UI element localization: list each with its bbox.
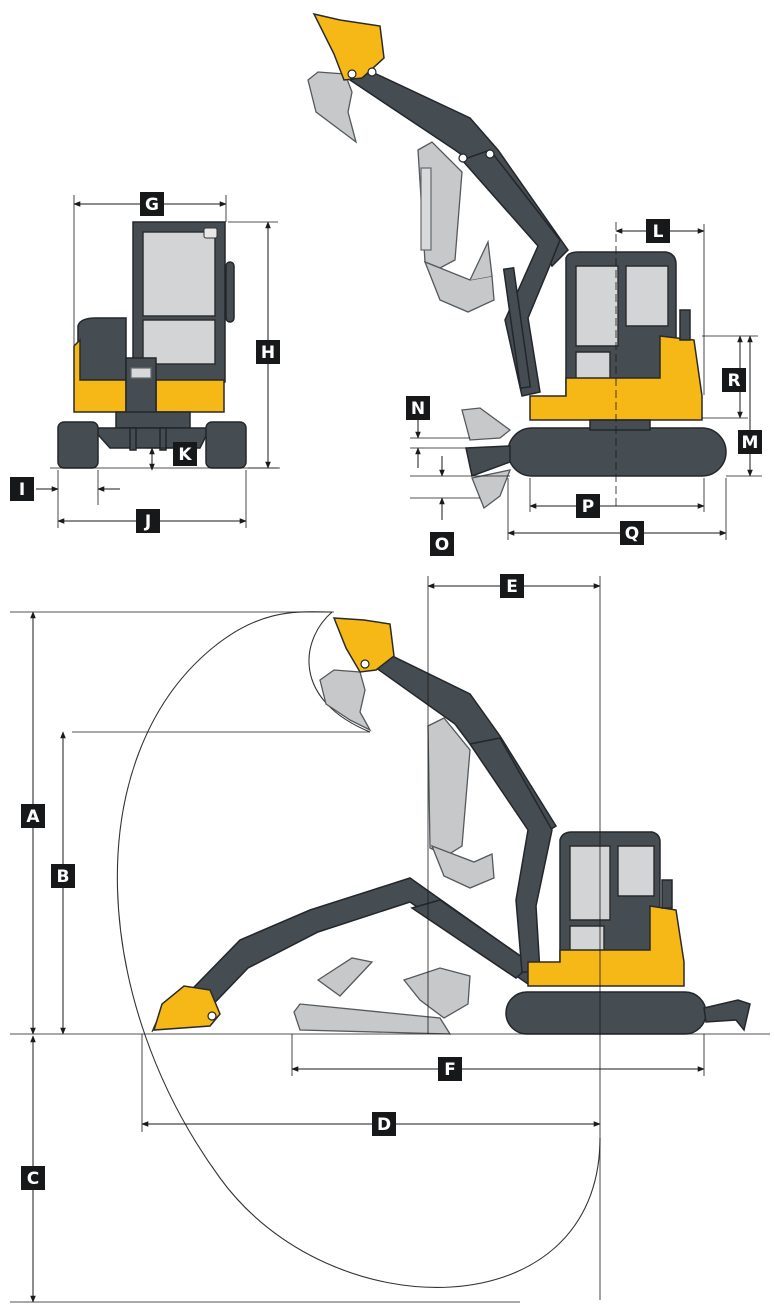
ghost-arm-vertical xyxy=(427,717,471,857)
working-range-dimensions xyxy=(10,576,770,1303)
front-left-track xyxy=(57,421,99,469)
label-p: P xyxy=(576,494,600,518)
front-view-dimensions xyxy=(36,195,280,528)
side-blade-raised xyxy=(461,407,512,441)
side-ghost-bucket-high xyxy=(307,71,358,144)
side-view-machine xyxy=(307,12,727,510)
label-e: E xyxy=(500,574,524,598)
side-cab-window-front xyxy=(575,265,619,347)
label-r-text: R xyxy=(727,371,740,391)
front-boom-post xyxy=(125,357,157,415)
label-m-text: M xyxy=(742,433,759,453)
front-boom-bracket xyxy=(130,367,152,379)
front-swing-base xyxy=(115,411,191,429)
front-cab-window-lower xyxy=(142,319,216,365)
label-h-text: H xyxy=(261,343,275,363)
range-blade xyxy=(703,999,751,1032)
label-a: A xyxy=(21,804,45,828)
range-cab-window-rear xyxy=(617,845,655,897)
front-blade-cylinder xyxy=(129,427,137,451)
label-g-text: G xyxy=(145,195,159,215)
label-k-text: K xyxy=(178,445,192,465)
front-cab-lamp xyxy=(203,227,218,239)
label-f-text: F xyxy=(444,1060,456,1080)
ghost-arm-raised xyxy=(316,957,374,997)
side-swing-bearing xyxy=(589,419,651,431)
label-j-text: J xyxy=(144,512,151,532)
side-exhaust xyxy=(679,309,691,341)
label-k: K xyxy=(173,442,197,466)
label-e-text: E xyxy=(506,577,518,597)
label-h: H xyxy=(256,340,280,364)
label-l-text: L xyxy=(653,222,664,242)
ghost-bucket-mid xyxy=(430,844,495,889)
label-m: M xyxy=(738,430,762,454)
side-ghost-cylinder xyxy=(420,167,432,251)
front-engine-hood xyxy=(77,317,127,381)
range-cab-window-front xyxy=(569,845,611,921)
side-ghost-bucket-tooth xyxy=(469,239,493,281)
label-b: B xyxy=(51,864,75,888)
digging-envelope-arc xyxy=(116,611,601,1288)
label-c: C xyxy=(21,1166,45,1190)
label-i-text: I xyxy=(19,480,25,500)
bucket-ground xyxy=(152,985,221,1031)
side-cab-window-rear xyxy=(625,265,669,327)
label-c-text: C xyxy=(27,1169,39,1189)
label-j: J xyxy=(136,509,160,533)
label-r: R xyxy=(722,368,746,392)
label-n-text: N xyxy=(411,399,425,419)
label-d-text: D xyxy=(377,1115,391,1135)
side-blade-mid xyxy=(465,445,511,478)
side-boom-lower xyxy=(460,149,561,397)
front-cab-window-upper xyxy=(142,231,216,317)
label-f: F xyxy=(438,1057,462,1081)
label-n: N xyxy=(406,396,430,420)
label-l: L xyxy=(646,219,670,243)
bucket-high xyxy=(332,617,395,673)
label-o: O xyxy=(430,532,454,556)
front-view-machine xyxy=(57,221,247,469)
ghost-arm-ground xyxy=(293,1003,452,1035)
ghost-bucket-ground xyxy=(402,967,471,1019)
boom-reach-cylinder xyxy=(410,899,534,979)
label-b-text: B xyxy=(57,867,70,887)
front-cab-handrail xyxy=(225,261,235,323)
ghost-bucket-top xyxy=(319,669,372,732)
side-track xyxy=(507,427,727,477)
label-q: Q xyxy=(620,521,644,545)
range-track xyxy=(505,991,707,1035)
side-boom-cylinder xyxy=(502,267,532,389)
front-blade-cylinder-2 xyxy=(159,427,167,451)
label-p-text: P xyxy=(582,497,594,517)
label-o-text: O xyxy=(435,535,449,555)
label-g: G xyxy=(140,192,164,216)
front-body-right xyxy=(155,379,225,413)
label-q-text: Q xyxy=(625,524,639,544)
front-right-track xyxy=(205,421,247,469)
label-a-text: A xyxy=(26,807,40,827)
bucket-envelope-arc xyxy=(308,611,371,733)
working-range-machine xyxy=(152,617,751,1035)
label-i: I xyxy=(10,477,34,501)
range-exhaust xyxy=(661,879,673,909)
label-d: D xyxy=(372,1112,396,1136)
